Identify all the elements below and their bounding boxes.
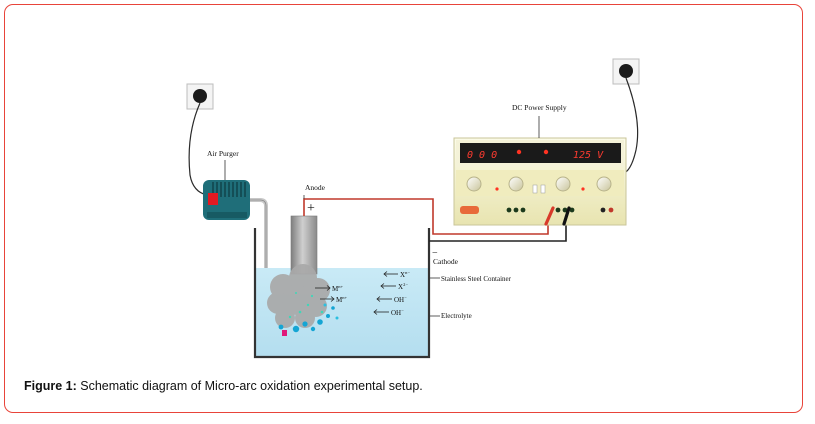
ion-label: OH−: [394, 295, 407, 304]
indicator-led: [516, 149, 522, 155]
left-wall-socket: [186, 83, 214, 110]
air-purger-label: Air Purger: [207, 149, 239, 158]
anode-label: Anode: [305, 183, 326, 192]
figure-caption-text: Schematic diagram of Micro-arc oxidation…: [76, 379, 423, 393]
cathode-sign: −: [432, 248, 438, 259]
air-purger-cord: [188, 102, 208, 196]
switch[interactable]: [540, 184, 546, 194]
figure-frame: [4, 4, 803, 413]
figure-caption-label: Figure 1:: [24, 379, 77, 393]
ion-label: Mn+: [332, 284, 343, 293]
output-terminals: [506, 207, 614, 213]
switch[interactable]: [532, 184, 538, 194]
display-readout-left: 0 0 0: [467, 150, 497, 161]
cathode-label: Cathode: [433, 257, 459, 266]
dc-power-supply: [453, 137, 627, 226]
power-supply-cord: [621, 77, 639, 175]
anode-wire: [303, 198, 549, 235]
ion-label: X2−: [398, 282, 408, 291]
air-stone: [282, 330, 287, 336]
anode-sign: +: [307, 201, 315, 216]
electrolyte-label: Electrolyte: [441, 312, 472, 320]
stainless-steel-container: [253, 228, 431, 359]
cation-arrows: [315, 285, 335, 302]
stainless-steel-container-label: Stainless Steel Container: [441, 275, 512, 283]
adjust-knob[interactable]: [555, 176, 571, 192]
indicator-led: [495, 187, 499, 191]
ion-label: Mn+: [336, 295, 347, 304]
indicator-led: [543, 149, 549, 155]
adjust-knob[interactable]: [596, 176, 612, 192]
display-panel: [460, 143, 621, 163]
figure-caption: Figure 1: Schematic diagram of Micro-arc…: [24, 379, 423, 393]
cathode-wire: [429, 220, 567, 242]
red-clip: [544, 206, 555, 226]
bubbles: [278, 292, 339, 333]
right-wall-socket: [612, 58, 640, 85]
display-readout-right: 125 V: [573, 150, 604, 161]
black-clip: [562, 206, 571, 226]
air-purger: [203, 180, 250, 220]
adjust-knob[interactable]: [508, 176, 524, 192]
power-button[interactable]: [460, 206, 479, 214]
dc-power-supply-label: DC Power Supply: [512, 103, 567, 112]
ion-label: Xn−: [400, 270, 410, 279]
indicator-led: [581, 187, 585, 191]
anion-arrows: [373, 271, 398, 315]
adjust-knob[interactable]: [466, 176, 482, 192]
ion-label: OH−: [391, 308, 404, 317]
